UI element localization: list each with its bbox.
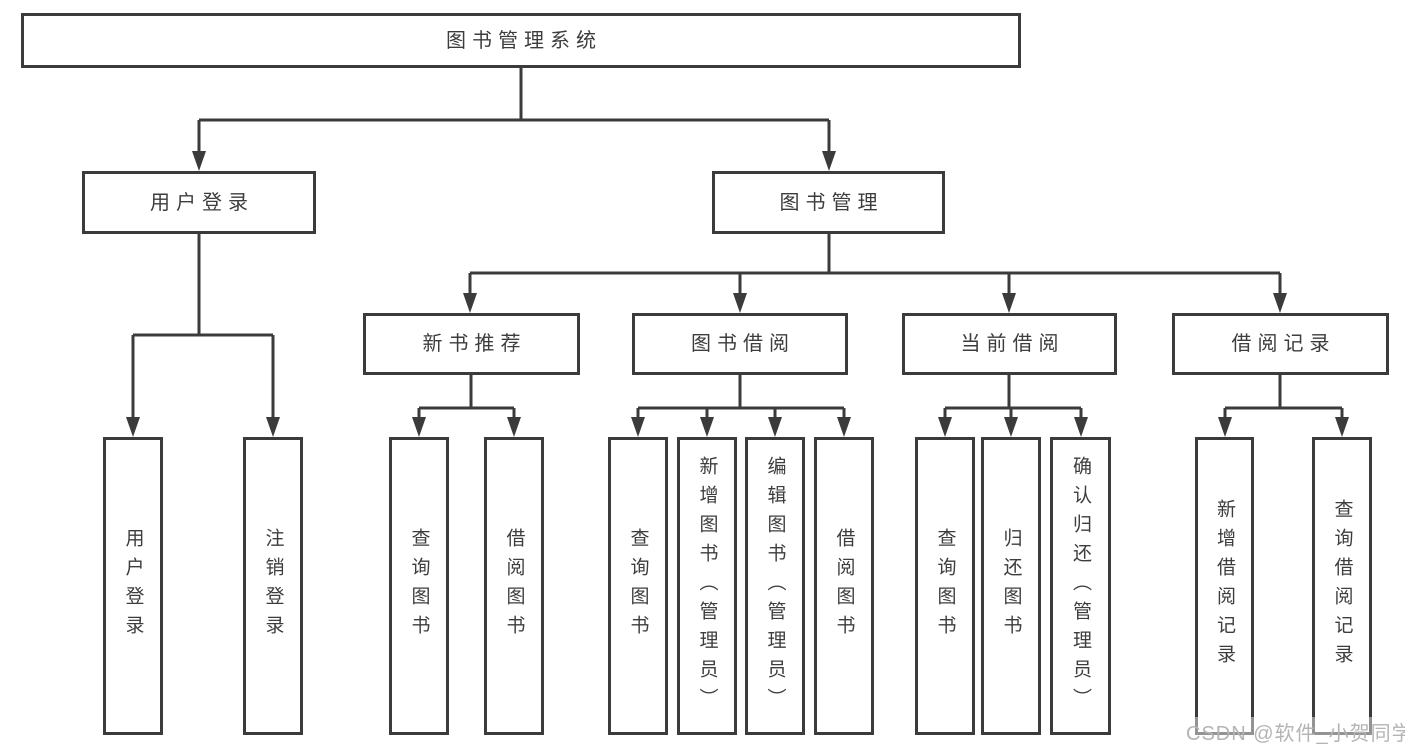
watermark: CSDN @软件_小贺同学 xyxy=(1186,717,1405,746)
node-current-borrow: 当前借阅 xyxy=(902,313,1117,375)
connector-borrow-records-to-leaves xyxy=(1218,375,1349,437)
connector-user-login-to-leaves xyxy=(126,234,280,437)
connector-root-to-level2 xyxy=(192,68,836,171)
node-new-book-recommend: 新书推荐 xyxy=(363,313,580,375)
node-user-login: 用户登录 xyxy=(82,171,316,234)
node-bb-add-books-admin: 新增图书（管理员） xyxy=(677,437,737,735)
node-bb-query-books: 查询图书 xyxy=(608,437,668,735)
node-user-login-leaf: 用户登录 xyxy=(103,437,163,735)
node-br-add-record: 新增借阅记录 xyxy=(1195,437,1254,735)
connector-new-book-recommend-to-leaves xyxy=(412,375,521,437)
node-cb-confirm-return-admin: 确认归还（管理员） xyxy=(1050,437,1111,735)
connector-current-borrow-to-leaves xyxy=(938,375,1088,437)
node-root: 图书管理系统 xyxy=(21,13,1021,68)
node-logout-leaf: 注销登录 xyxy=(243,437,303,735)
node-borrow-records: 借阅记录 xyxy=(1172,313,1389,375)
node-book-borrow: 图书借阅 xyxy=(632,313,848,375)
node-br-query-record: 查询借阅记录 xyxy=(1312,437,1372,735)
connector-book-borrow-to-leaves xyxy=(631,375,851,437)
node-book-management: 图书管理 xyxy=(712,171,945,234)
connector-book-mgmt-to-level3 xyxy=(463,234,1287,313)
node-cb-query-books: 查询图书 xyxy=(915,437,975,735)
node-cb-return-books: 归还图书 xyxy=(981,437,1041,735)
node-nbr-borrow-books: 借阅图书 xyxy=(484,437,544,735)
node-nbr-query-books: 查询图书 xyxy=(389,437,449,735)
node-bb-borrow-books: 借阅图书 xyxy=(814,437,874,735)
node-bb-edit-books-admin: 编辑图书（管理员） xyxy=(745,437,805,735)
